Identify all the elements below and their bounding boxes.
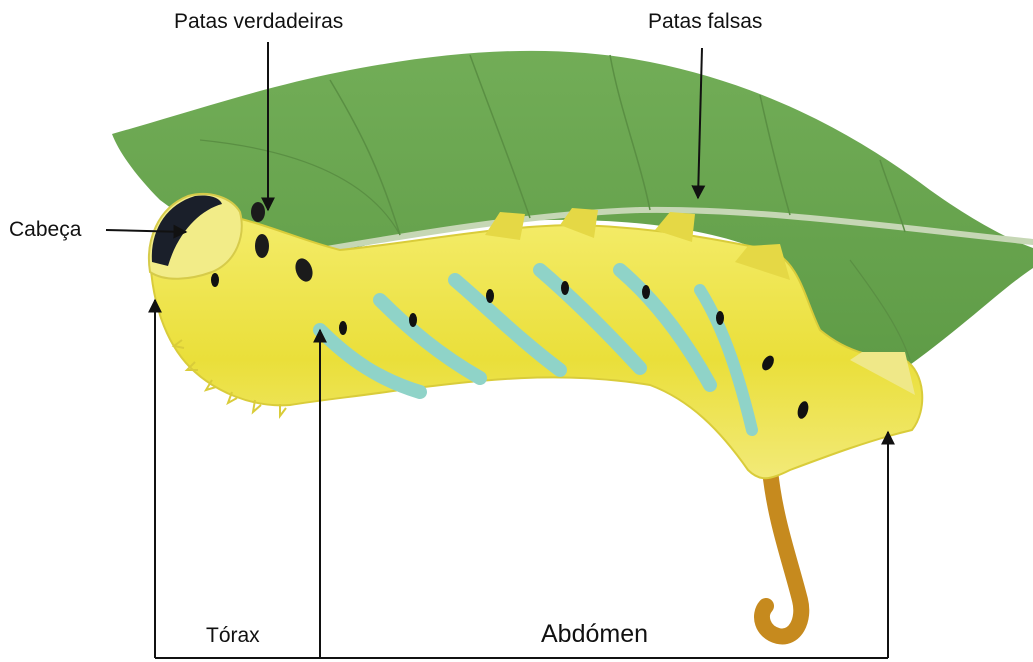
- spiracle: [211, 273, 219, 287]
- true-leg: [255, 234, 269, 258]
- spiracle: [716, 311, 724, 325]
- label-abdomen: Abdómen: [541, 622, 648, 647]
- label-prolegs: Patas falsas: [648, 11, 762, 32]
- label-head: Cabeça: [9, 219, 81, 240]
- true-leg: [251, 202, 265, 222]
- spiracle: [561, 281, 569, 295]
- spiracle: [486, 289, 494, 303]
- tail-horn: [762, 470, 801, 637]
- label-true-legs: Patas verdadeiras: [174, 11, 343, 32]
- spiracle: [642, 285, 650, 299]
- spiracle: [339, 321, 347, 335]
- label-thorax: Tórax: [206, 625, 260, 646]
- spiracle: [409, 313, 417, 327]
